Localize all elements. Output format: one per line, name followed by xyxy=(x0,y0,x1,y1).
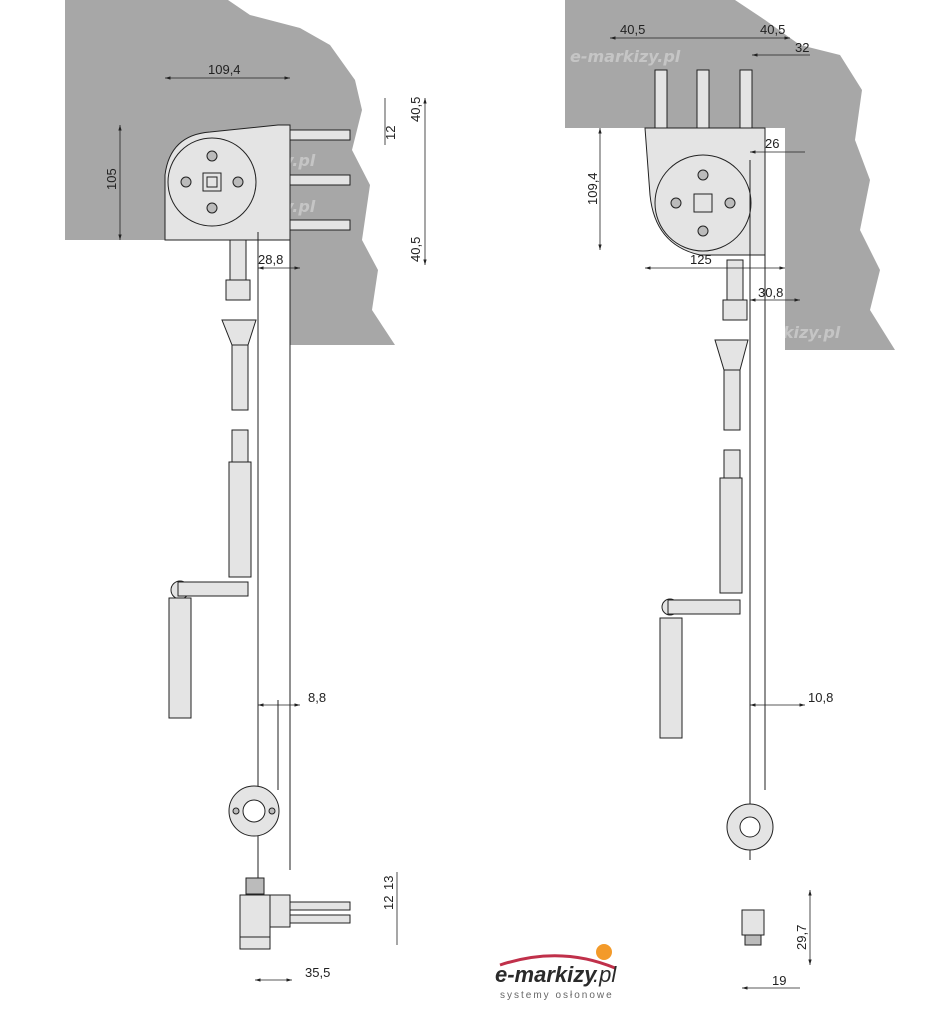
gearbox-bracket xyxy=(644,127,766,256)
dim-label: 109,4 xyxy=(208,62,241,77)
logo-tagline: systemy osłonowe xyxy=(500,990,614,1001)
right-installation-drawing: e-markizy.pl e-markizy.pl 40,5 40,5 32 2… xyxy=(565,0,895,990)
dim-label: 105 xyxy=(104,168,119,190)
dim-label: 10,8 xyxy=(808,690,833,705)
right-wall xyxy=(565,0,895,350)
wall-plugs xyxy=(289,129,351,231)
sun-icon xyxy=(596,944,612,960)
e-markizy-logo: e-markizy .pl systemy osłonowe xyxy=(495,944,617,1001)
watermark: e-markizy.pl xyxy=(730,323,841,342)
dim-label: 12 xyxy=(383,126,398,140)
dim-label: 26 xyxy=(765,136,779,151)
logo-brand: e-markizy xyxy=(495,962,598,987)
gearbox-bracket xyxy=(164,124,291,241)
dim-label: 32 xyxy=(795,40,809,55)
dim-label: 30,8 xyxy=(758,285,783,300)
dim-label: 29,7 xyxy=(794,925,809,950)
logo-tld: .pl xyxy=(593,962,617,987)
dim-label: 35,5 xyxy=(305,965,330,980)
dim-label: 12 xyxy=(381,896,396,910)
left-installation-drawing: e-markizy.pl e-markizy.pl xyxy=(65,0,427,982)
dim-label: 13 xyxy=(381,876,396,890)
dim-label: 125 xyxy=(690,252,712,267)
dim-label: 40,5 xyxy=(620,22,645,37)
dim-label: 40,5 xyxy=(408,97,423,122)
dim-label: 109,4 xyxy=(585,172,600,205)
dim-label: 40,5 xyxy=(408,237,423,262)
dim-label: 28,8 xyxy=(258,252,283,267)
watermark: e-markizy.pl xyxy=(570,47,681,66)
dim-label: 19 xyxy=(772,973,786,988)
dim-label: 8,8 xyxy=(308,690,326,705)
dim-label: 40,5 xyxy=(760,22,785,37)
